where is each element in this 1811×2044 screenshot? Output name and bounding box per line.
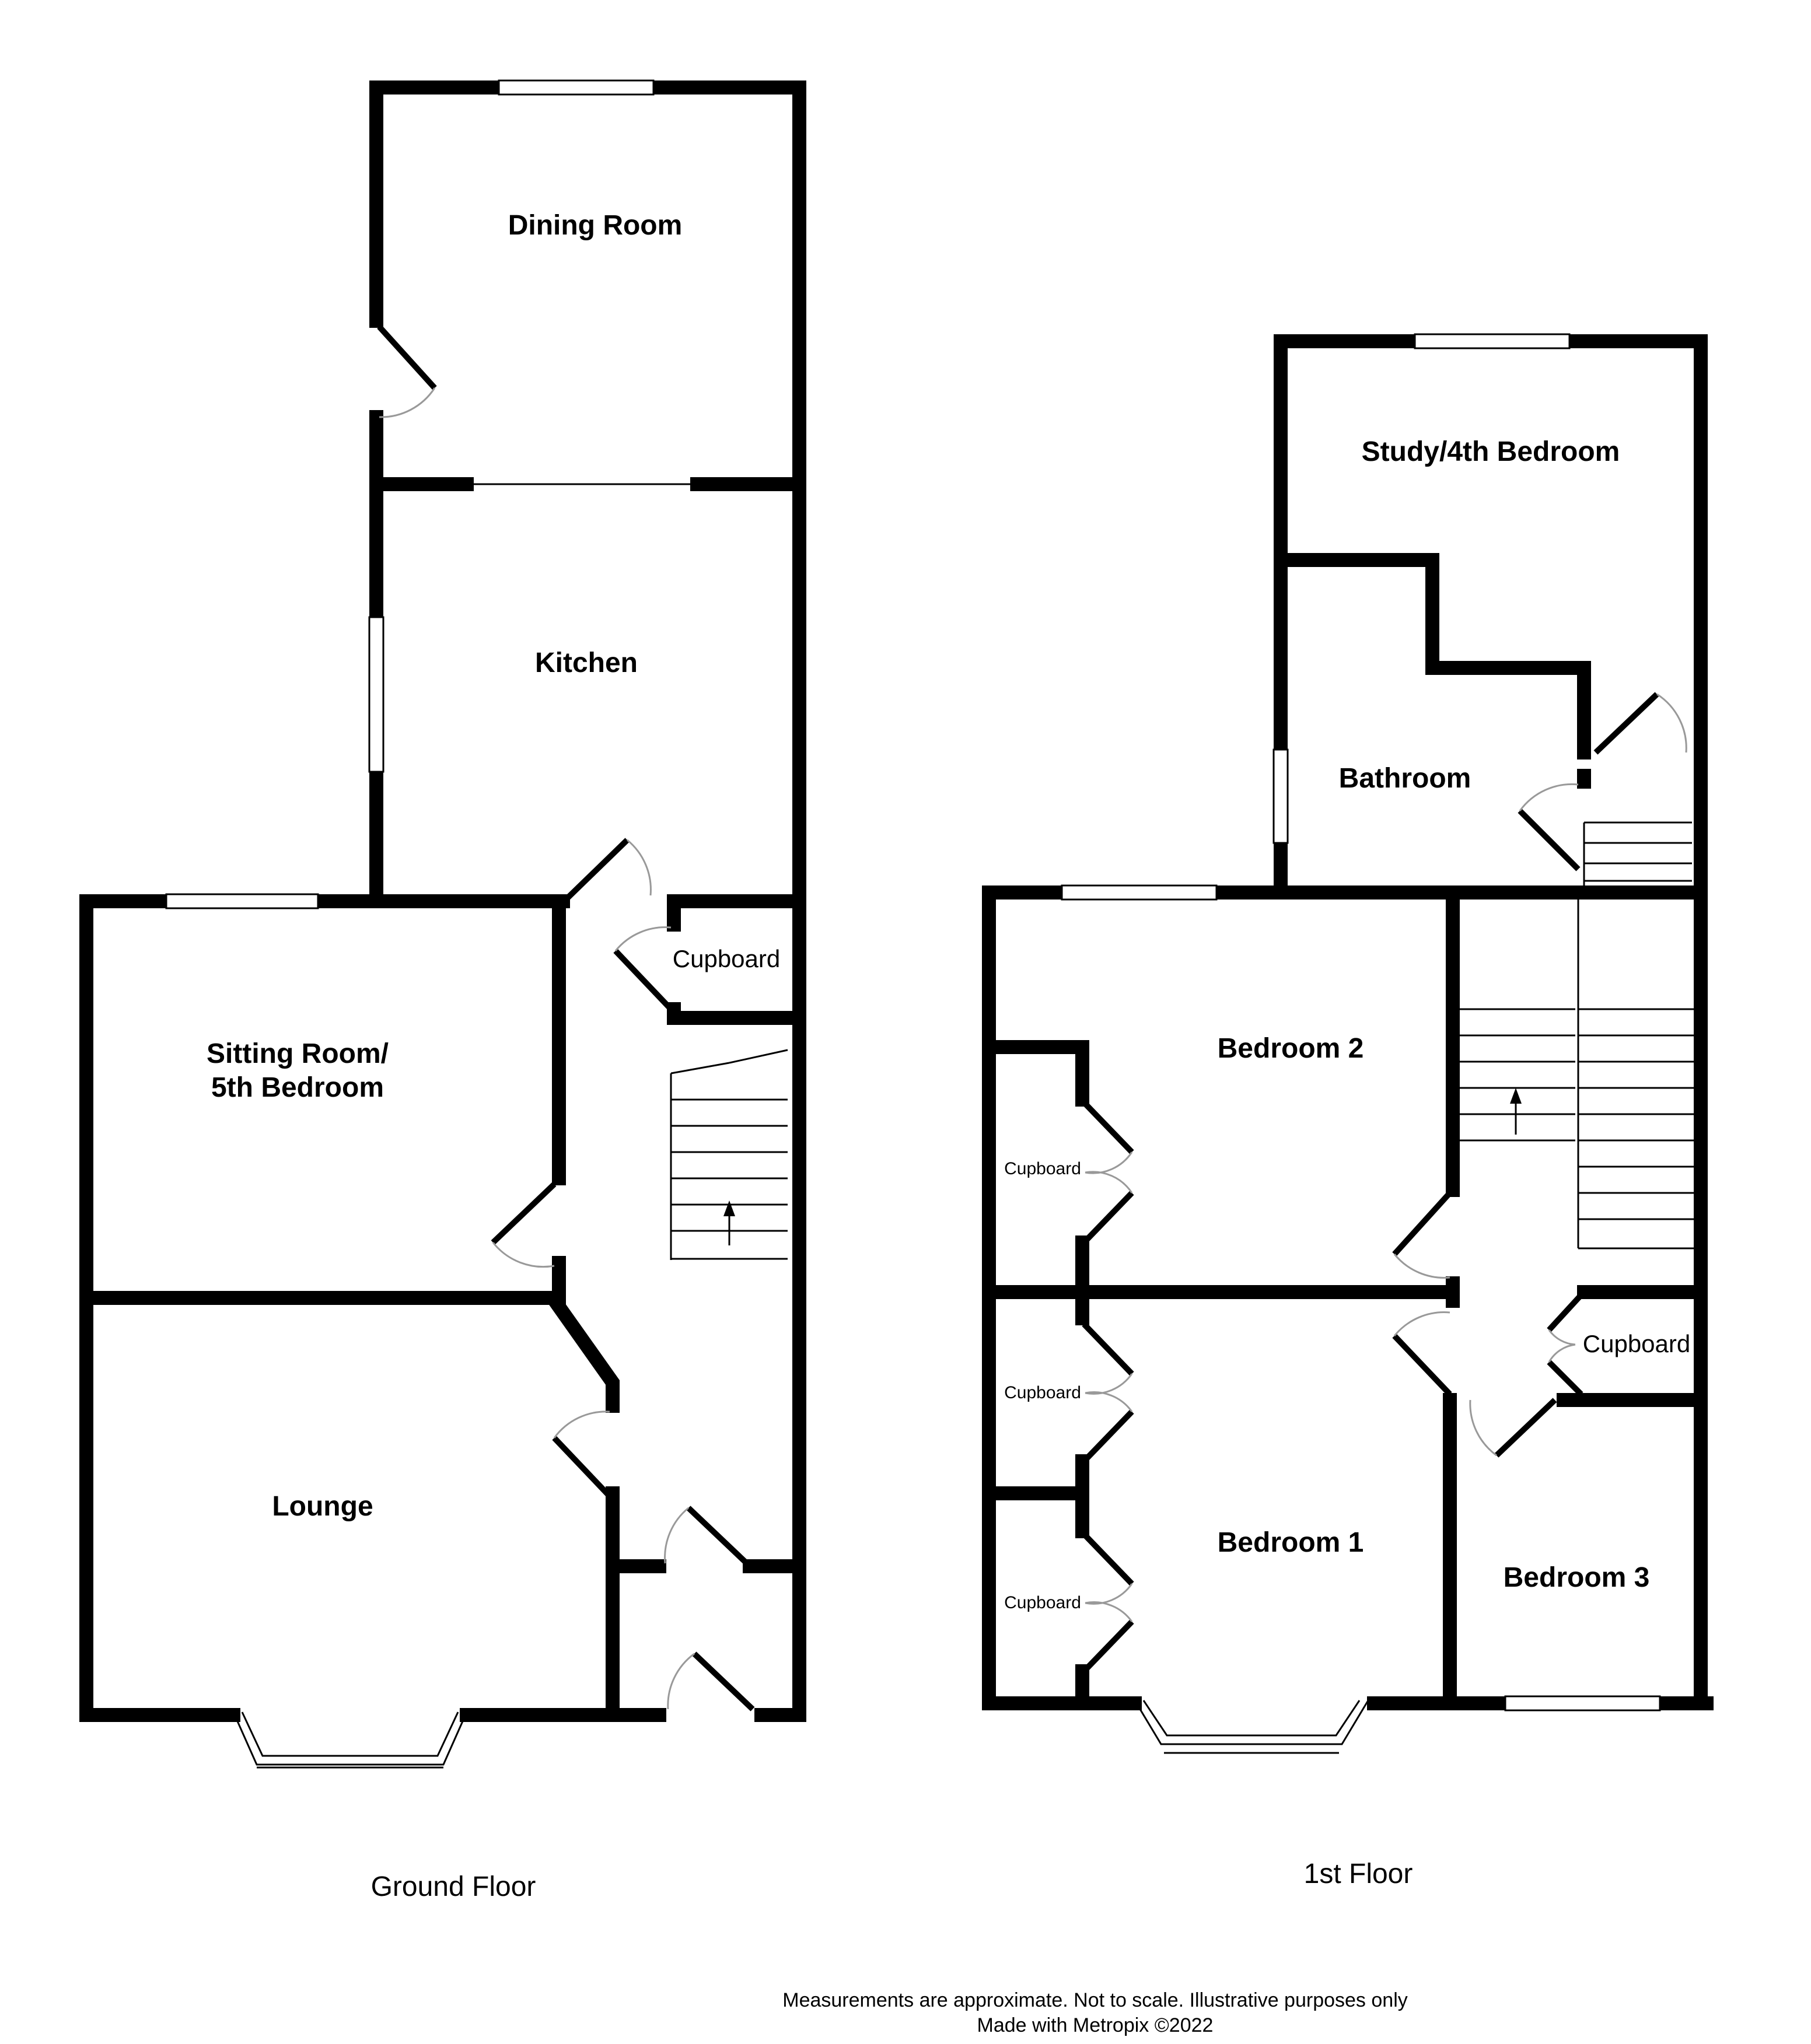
room-label-bedroom-3: Bedroom 3: [1504, 1562, 1650, 1593]
floor-caption-first: 1st Floor: [1304, 1859, 1413, 1889]
room-label-study: Study/4th Bedroom: [1362, 436, 1620, 467]
room-label-bathroom: Bathroom: [1339, 763, 1471, 794]
disclaimer-text: Measurements are approximate. Not to sca…: [782, 1989, 1408, 2011]
stairs-up-arrow-icon: [723, 1200, 735, 1216]
room-label-sitting-room-line2: 5th Bedroom: [211, 1072, 384, 1103]
ground-floor-plan: Dining Room Kitchen Cupboard Sitting Roo…: [79, 79, 806, 1902]
room-label-cupboard-bedroom-1-lower: Cupboard: [1004, 1593, 1081, 1612]
lounge-bay-window: [232, 1712, 468, 1769]
first-floor-staircase: [1459, 821, 1695, 1250]
bedroom-1-bay-window: [1134, 1700, 1369, 1754]
room-label-bedroom-2: Bedroom 2: [1218, 1033, 1364, 1064]
room-label-kitchen: Kitchen: [535, 648, 638, 678]
room-label-lounge: Lounge: [272, 1491, 373, 1522]
stairs-up-arrow-icon: [1510, 1088, 1522, 1104]
floor-caption-ground: Ground Floor: [371, 1871, 536, 1902]
room-label-cupboard-bedroom-1-upper: Cupboard: [1004, 1383, 1081, 1402]
room-label-cupboard-bedroom-2: Cupboard: [1004, 1159, 1081, 1178]
credit-text: Made with Metropix ©2022: [977, 2014, 1214, 2036]
room-label-bedroom-1: Bedroom 1: [1218, 1527, 1364, 1558]
room-label-sitting-room-line1: Sitting Room/: [207, 1038, 389, 1069]
room-label-cupboard-landing: Cupboard: [1583, 1330, 1690, 1357]
room-label-dining-room: Dining Room: [508, 210, 683, 241]
room-label-cupboard: Cupboard: [673, 945, 780, 972]
ground-floor-staircase: [670, 1049, 788, 1260]
first-floor-plan: Study/4th Bedroom Bathroom Bedroom 2 Bed…: [982, 333, 1714, 1889]
